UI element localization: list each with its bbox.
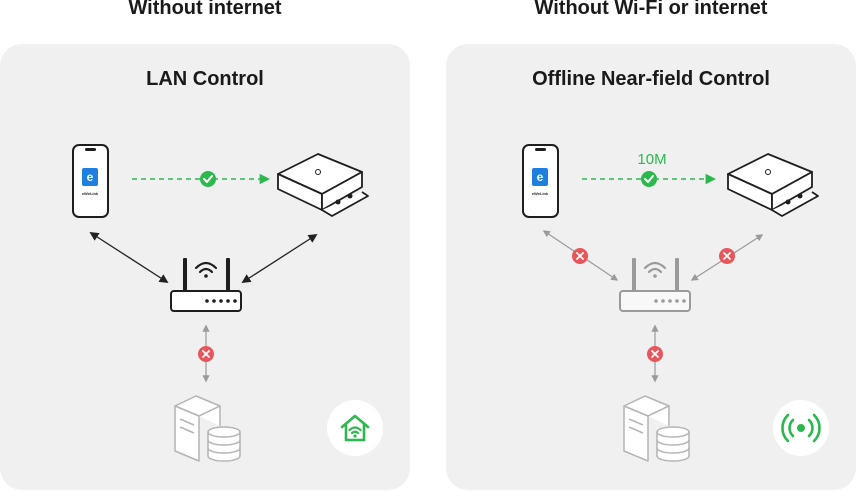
app-logo-letter: e <box>86 170 94 184</box>
server-database-icon <box>623 395 690 462</box>
router-device-link <box>241 234 318 283</box>
error-x-icon <box>572 248 588 264</box>
smart-home-icon <box>340 414 370 442</box>
smartphone-icon <box>522 144 559 218</box>
app-name-label: eWeLink <box>531 191 549 196</box>
server-database-icon <box>174 395 241 462</box>
error-x-icon <box>198 346 214 362</box>
check-icon <box>641 171 657 187</box>
app-logo-letter: e <box>536 170 544 184</box>
panel-title-near-field-control: Offline Near-field Control <box>532 68 770 90</box>
app-name-label: eWeLink <box>81 191 99 196</box>
error-x-icon <box>719 248 735 264</box>
lan-control-panel: LAN Control <box>0 44 410 490</box>
lan-control-diagram <box>72 144 369 462</box>
phone-router-link <box>89 232 169 283</box>
smartphone-icon <box>72 144 109 218</box>
section-heading-without-internet: Without internet <box>128 0 282 19</box>
check-icon <box>200 171 216 187</box>
near-field-control-panel: Offline Near-field Control <box>446 44 856 490</box>
near-field-badge <box>773 400 829 456</box>
smart-device-icon <box>277 153 369 217</box>
router-icon <box>170 258 242 312</box>
distance-label: 10M <box>637 151 667 168</box>
near-field-control-diagram <box>522 144 819 462</box>
smart-device-icon <box>727 153 819 217</box>
section-heading-without-wifi: Without Wi-Fi or internet <box>534 0 768 19</box>
router-icon <box>619 258 691 312</box>
smart-home-badge <box>327 400 383 456</box>
error-x-icon <box>647 346 663 362</box>
near-field-signal-icon <box>781 413 821 443</box>
panel-title-lan-control: LAN Control <box>146 68 264 90</box>
